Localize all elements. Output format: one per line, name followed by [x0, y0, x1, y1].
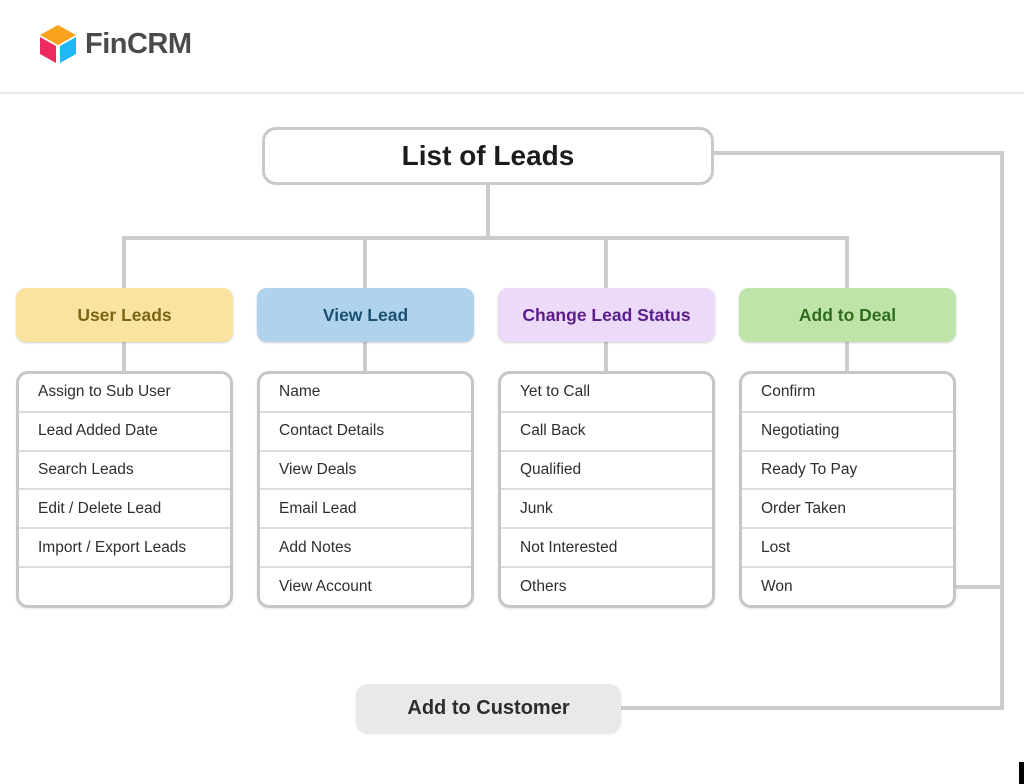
- list-item: Edit / Delete Lead: [19, 490, 230, 530]
- list-item: Call Back: [501, 413, 712, 452]
- list-item: Won: [761, 577, 793, 595]
- list-item: Email Lead: [260, 490, 471, 530]
- node-list-of-leads: List of Leads: [262, 127, 714, 185]
- branch-header-view-lead: View Lead: [257, 288, 474, 342]
- list-item: View Account: [279, 577, 372, 595]
- node-add-to-customer-label: Add to Customer: [407, 697, 570, 719]
- list-item: Import / Export Leads: [19, 529, 230, 569]
- list-item: Assign to Sub User: [19, 374, 230, 413]
- list-item: Confirm: [742, 374, 953, 413]
- page-header: FinCRM: [0, 0, 1024, 94]
- list-item: Negotiating: [742, 413, 953, 452]
- list-item: Others: [520, 577, 567, 595]
- list-item: [19, 568, 230, 605]
- connector-main-horizontal: [122, 236, 849, 240]
- list-item: Yet to Call: [501, 374, 712, 413]
- list-item: Junk: [501, 490, 712, 530]
- black-mark: [1019, 762, 1024, 784]
- list-item: Order Taken: [742, 490, 953, 530]
- fincrm-cube-icon: [38, 24, 78, 64]
- connector-won-link: [956, 585, 1000, 589]
- connector-drop-view-lead: [363, 236, 367, 288]
- list-item: Search Leads: [19, 452, 230, 491]
- connector-right-vertical: [1000, 151, 1004, 710]
- branch-header-change-lead-status: Change Lead Status: [498, 288, 715, 342]
- connector-drop-add-to-deal: [845, 236, 849, 288]
- list-item: Name: [260, 374, 471, 413]
- connector-bottom-horizontal: [620, 706, 1004, 710]
- connector-title-down: [486, 185, 490, 238]
- list-item: Add Notes: [260, 529, 471, 569]
- connector-link-user-leads: [122, 342, 126, 371]
- connector-title-right: [713, 151, 1004, 155]
- list-item: Not Interested: [501, 529, 712, 569]
- fincrm-logo[interactable]: FinCRM: [38, 24, 192, 64]
- list-item: View Deals: [260, 452, 471, 491]
- list-item: Qualified: [501, 452, 712, 491]
- connector-link-add-to-deal: [845, 342, 849, 371]
- list-item: Ready To Pay: [742, 452, 953, 491]
- list-item: Lead Added Date: [19, 413, 230, 452]
- branch-header-add-to-deal: Add to Deal: [739, 288, 956, 342]
- list-item: Contact Details: [260, 413, 471, 452]
- connector-drop-user-leads: [122, 236, 126, 288]
- brand-name: FinCRM: [85, 27, 192, 60]
- list-item: Lost: [742, 529, 953, 569]
- node-list-of-leads-label: List of Leads: [401, 140, 575, 171]
- connector-link-view-lead: [363, 342, 367, 371]
- branch-header-user-leads: User Leads: [16, 288, 233, 342]
- connector-link-change-lead-status: [604, 342, 608, 371]
- connector-drop-change-lead-status: [604, 236, 608, 288]
- node-add-to-customer: Add to Customer: [356, 684, 621, 733]
